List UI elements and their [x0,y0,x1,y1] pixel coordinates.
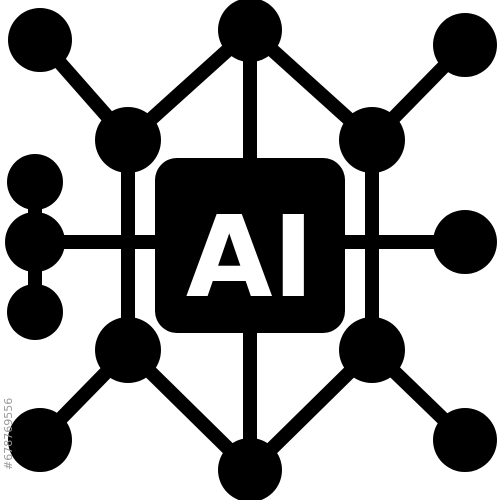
node-inner-top-right [339,107,405,173]
node-bottom [218,438,282,500]
node-inner-top-left [95,107,161,173]
watermark-side-text: #678769556 [2,398,15,470]
node-right [433,210,497,274]
node-left-lower [7,284,63,340]
node-inner-bottom-right [339,317,405,383]
nodes [5,0,497,500]
ai-chip [155,158,345,333]
ai-chip-label: AI [186,193,314,323]
node-top-left [8,8,72,72]
node-bottom-left [8,408,72,472]
node-left-upper [7,154,63,210]
node-bottom-right [433,408,497,472]
node-inner-bottom-left [95,317,161,383]
node-left-middle [5,212,65,272]
node-top [218,0,282,62]
node-top-right [433,13,497,77]
